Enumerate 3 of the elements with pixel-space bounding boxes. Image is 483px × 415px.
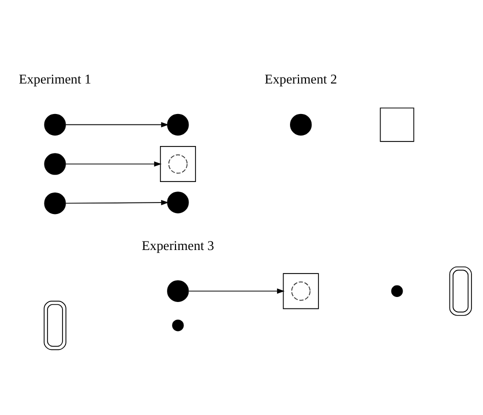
label: Experiment 2 xyxy=(264,72,338,87)
label: Experiment 1 xyxy=(18,72,92,87)
label: Experiment 3 xyxy=(142,238,214,253)
